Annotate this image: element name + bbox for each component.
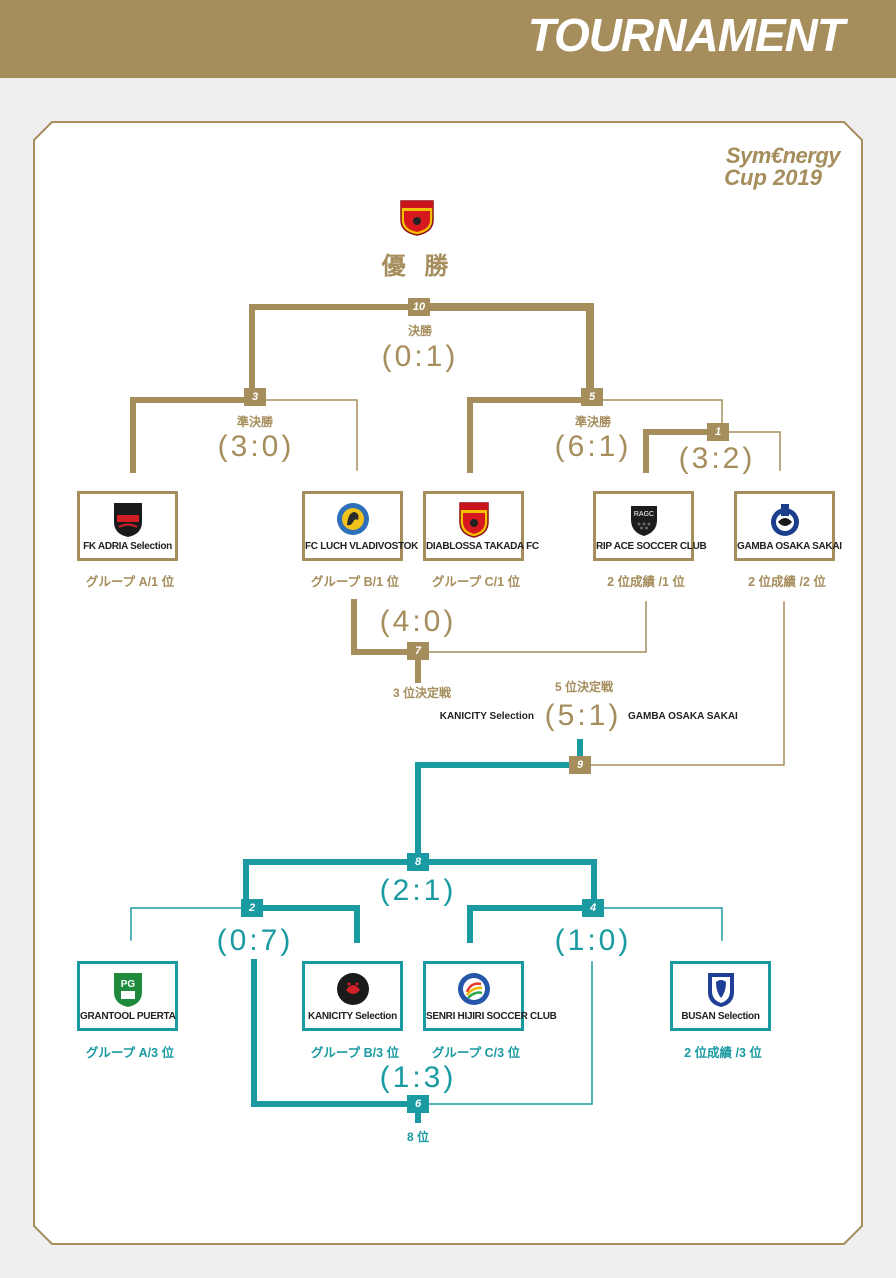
team-caption: 2 位成績 /2 位 — [748, 575, 826, 589]
team-caption: グループ C/1 位 — [431, 575, 521, 589]
score-eighth-place: (1:3) — [379, 1061, 457, 1094]
team-card-gamba[interactable]: GAMBA OSAKA SAKAI — [734, 491, 842, 561]
fifth-place-right-team: GAMBA OSAKA SAKAI — [628, 711, 738, 722]
champion-crest-icon — [400, 200, 434, 236]
team-caption: グループ A/1 位 — [85, 575, 175, 589]
team-name: DIABLOSSA TAKADA FC — [426, 541, 539, 552]
match-number-2: 2 — [241, 899, 263, 917]
team-caption: 2 位成績 /3 位 — [684, 1046, 762, 1060]
match-number-5: 5 — [581, 388, 603, 406]
gamba-crest-icon — [770, 504, 799, 536]
score-final: (0:1) — [381, 340, 459, 373]
grantool-crest-icon: PG — [113, 973, 142, 1007]
team-name: RIP ACE SOCCER CLUB — [596, 541, 707, 552]
match-number-8: 8 — [407, 853, 429, 871]
team-caption: グループ A/3 位 — [85, 1046, 175, 1060]
team-card-senri[interactable]: SENRI HIJIRI SOCCER CLUB — [423, 961, 557, 1031]
team-card-busan[interactable]: BUSAN Selection — [670, 961, 771, 1031]
match-label-eighth-place: 8 位 — [406, 1130, 429, 1144]
score-semifinal-5: (6:1) — [554, 430, 632, 463]
svg-text:PG: PG — [120, 979, 135, 990]
cup-logo-line1: Sym€nergy — [725, 143, 841, 168]
match-label-semifinal-5: 準決勝 — [574, 415, 611, 429]
cup-logo-line2: Cup 2019 — [724, 165, 822, 190]
page-title: TOURNAMENT — [527, 9, 845, 61]
score-fifth-place: (5:1) — [544, 699, 622, 732]
score-third-place: (4:0) — [379, 605, 457, 638]
header-bar: TOURNAMENT — [0, 0, 896, 78]
match-number-1: 1 — [707, 423, 729, 441]
team-caption: グループ C/3 位 — [431, 1046, 521, 1060]
fk-adria-crest-icon — [113, 503, 142, 537]
score-semifinal-3: (3:0) — [217, 430, 295, 463]
cup-logo: Sym€nergy Cup 2019 — [680, 143, 840, 191]
svg-text:RAGC: RAGC — [633, 511, 653, 518]
match-number-3: 3 — [244, 388, 266, 406]
team-caption: グループ B/3 位 — [310, 1046, 400, 1060]
team-name: GRANTOOL PUERTA — [80, 1011, 176, 1022]
team-name: KANICITY Selection — [308, 1011, 397, 1022]
score-match-4: (1:0) — [554, 924, 632, 957]
team-name: FC LUCH VLADIVOSTOK — [305, 541, 419, 552]
diablossa-crest-icon — [458, 502, 489, 538]
match-label-fifth-place: 5 位決定戦 — [554, 680, 613, 694]
fifth-place-left-team: KANICITY Selection — [439, 711, 534, 722]
champion-label: 優 勝 — [381, 253, 455, 280]
team-card-fc-luch[interactable]: FC LUCH VLADIVOSTOK — [302, 491, 419, 561]
kanicity-crest-icon — [336, 973, 369, 1005]
score-match-2: (0:7) — [216, 924, 294, 957]
match-number-10: 10 — [408, 298, 430, 316]
match-number-6: 6 — [407, 1095, 429, 1113]
match-number-7: 7 — [407, 642, 429, 660]
match-number-4: 4 — [582, 899, 604, 917]
match-label-final: 決勝 — [407, 324, 432, 338]
team-card-fk-adria[interactable]: FK ADRIA Selection — [77, 491, 178, 561]
busan-crest-icon — [707, 973, 734, 1007]
team-card-rip-ace[interactable]: RAGC RIP ACE SOCCER CLUB — [593, 491, 707, 561]
match-number-9: 9 — [569, 756, 591, 774]
score-match-1: (3:2) — [678, 442, 756, 475]
fc-luch-crest-icon — [336, 503, 369, 535]
team-card-kanicity[interactable]: KANICITY Selection — [302, 961, 403, 1031]
team-card-grantool[interactable]: PG GRANTOOL PUERTA — [77, 961, 178, 1031]
team-name: FK ADRIA Selection — [83, 541, 172, 552]
team-card-diablossa[interactable]: DIABLOSSA TAKADA FC — [423, 491, 539, 561]
match-label-semifinal-3: 準決勝 — [236, 415, 273, 429]
senri-crest-icon — [457, 973, 490, 1005]
team-caption: 2 位成績 /1 位 — [607, 575, 685, 589]
team-caption: グループ B/1 位 — [310, 575, 400, 589]
rip-ace-crest-icon: RAGC — [630, 506, 657, 536]
score-match-8: (2:1) — [379, 874, 457, 907]
team-name: GAMBA OSAKA SAKAI — [737, 541, 842, 552]
match-label-third-place: 3 位決定戦 — [392, 686, 451, 700]
team-name: SENRI HIJIRI SOCCER CLUB — [426, 1011, 557, 1022]
team-name: BUSAN Selection — [681, 1011, 760, 1022]
